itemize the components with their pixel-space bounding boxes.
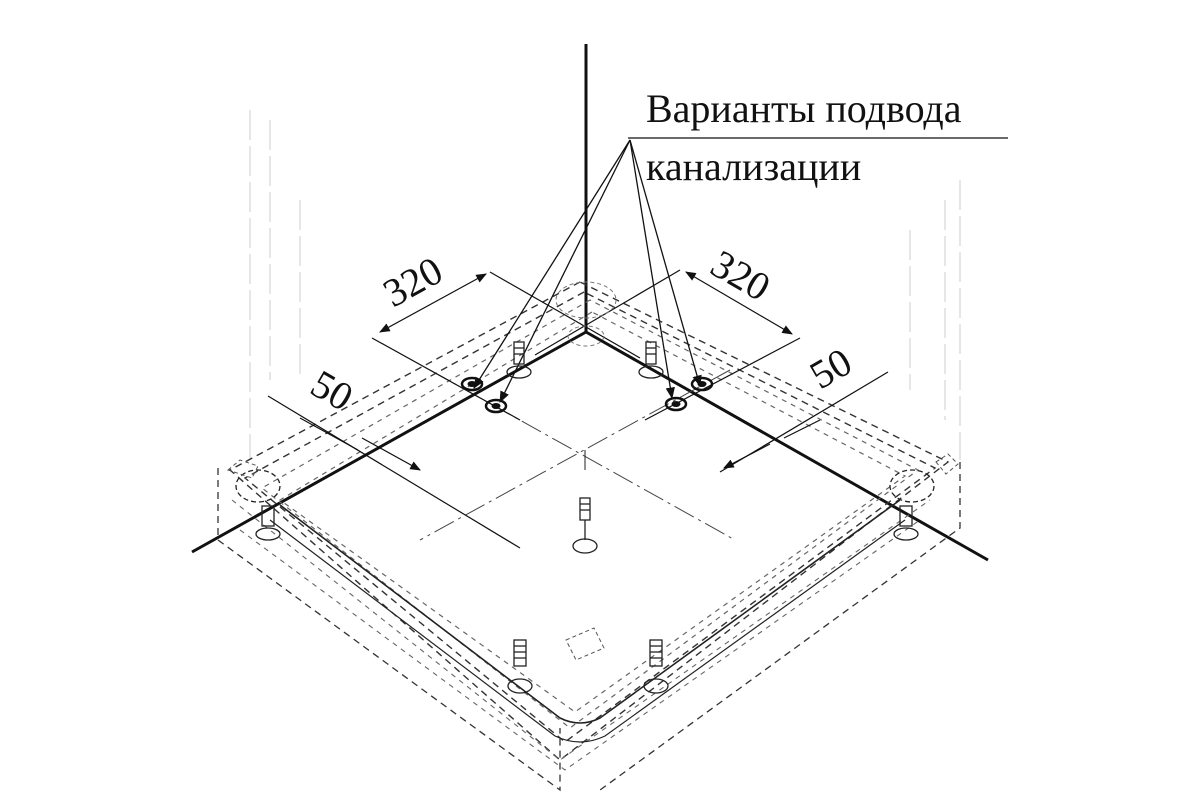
drain-outlets [460,281,714,414]
leader-lines [473,137,1008,404]
foot-front-left [507,639,533,694]
background-guides [249,110,961,460]
corner-drain-ghost [555,281,617,347]
foot-left-corner [235,469,281,541]
foot-right-back [638,341,664,379]
foot-right-corner [889,469,935,541]
annotation-line-2: канализации [646,144,861,189]
drain-centerlines [419,369,736,541]
dimension-lines [267,269,889,549]
dimension-right-320: 320 [704,241,778,310]
left-wall-axis [191,330,587,554]
dimension-right-50: 50 [802,339,859,398]
tray-outline [217,281,961,792]
right-wall-axis [585,330,989,562]
dimension-left-320: 320 [376,247,450,315]
wall-axes [191,44,989,562]
outlet-left-inner [484,398,508,414]
annotation-line-1: Варианты подвода [646,86,962,131]
foot-front-right [643,639,669,694]
outlet-right-inner [664,396,688,412]
outlet-left-wall [460,376,484,392]
foot-left-back [506,341,532,379]
foot-center [572,497,598,554]
outlet-right-wall [690,376,714,392]
bracket-details [226,453,959,661]
dimension-left-50: 50 [304,361,361,420]
adjustable-feet [226,341,959,694]
